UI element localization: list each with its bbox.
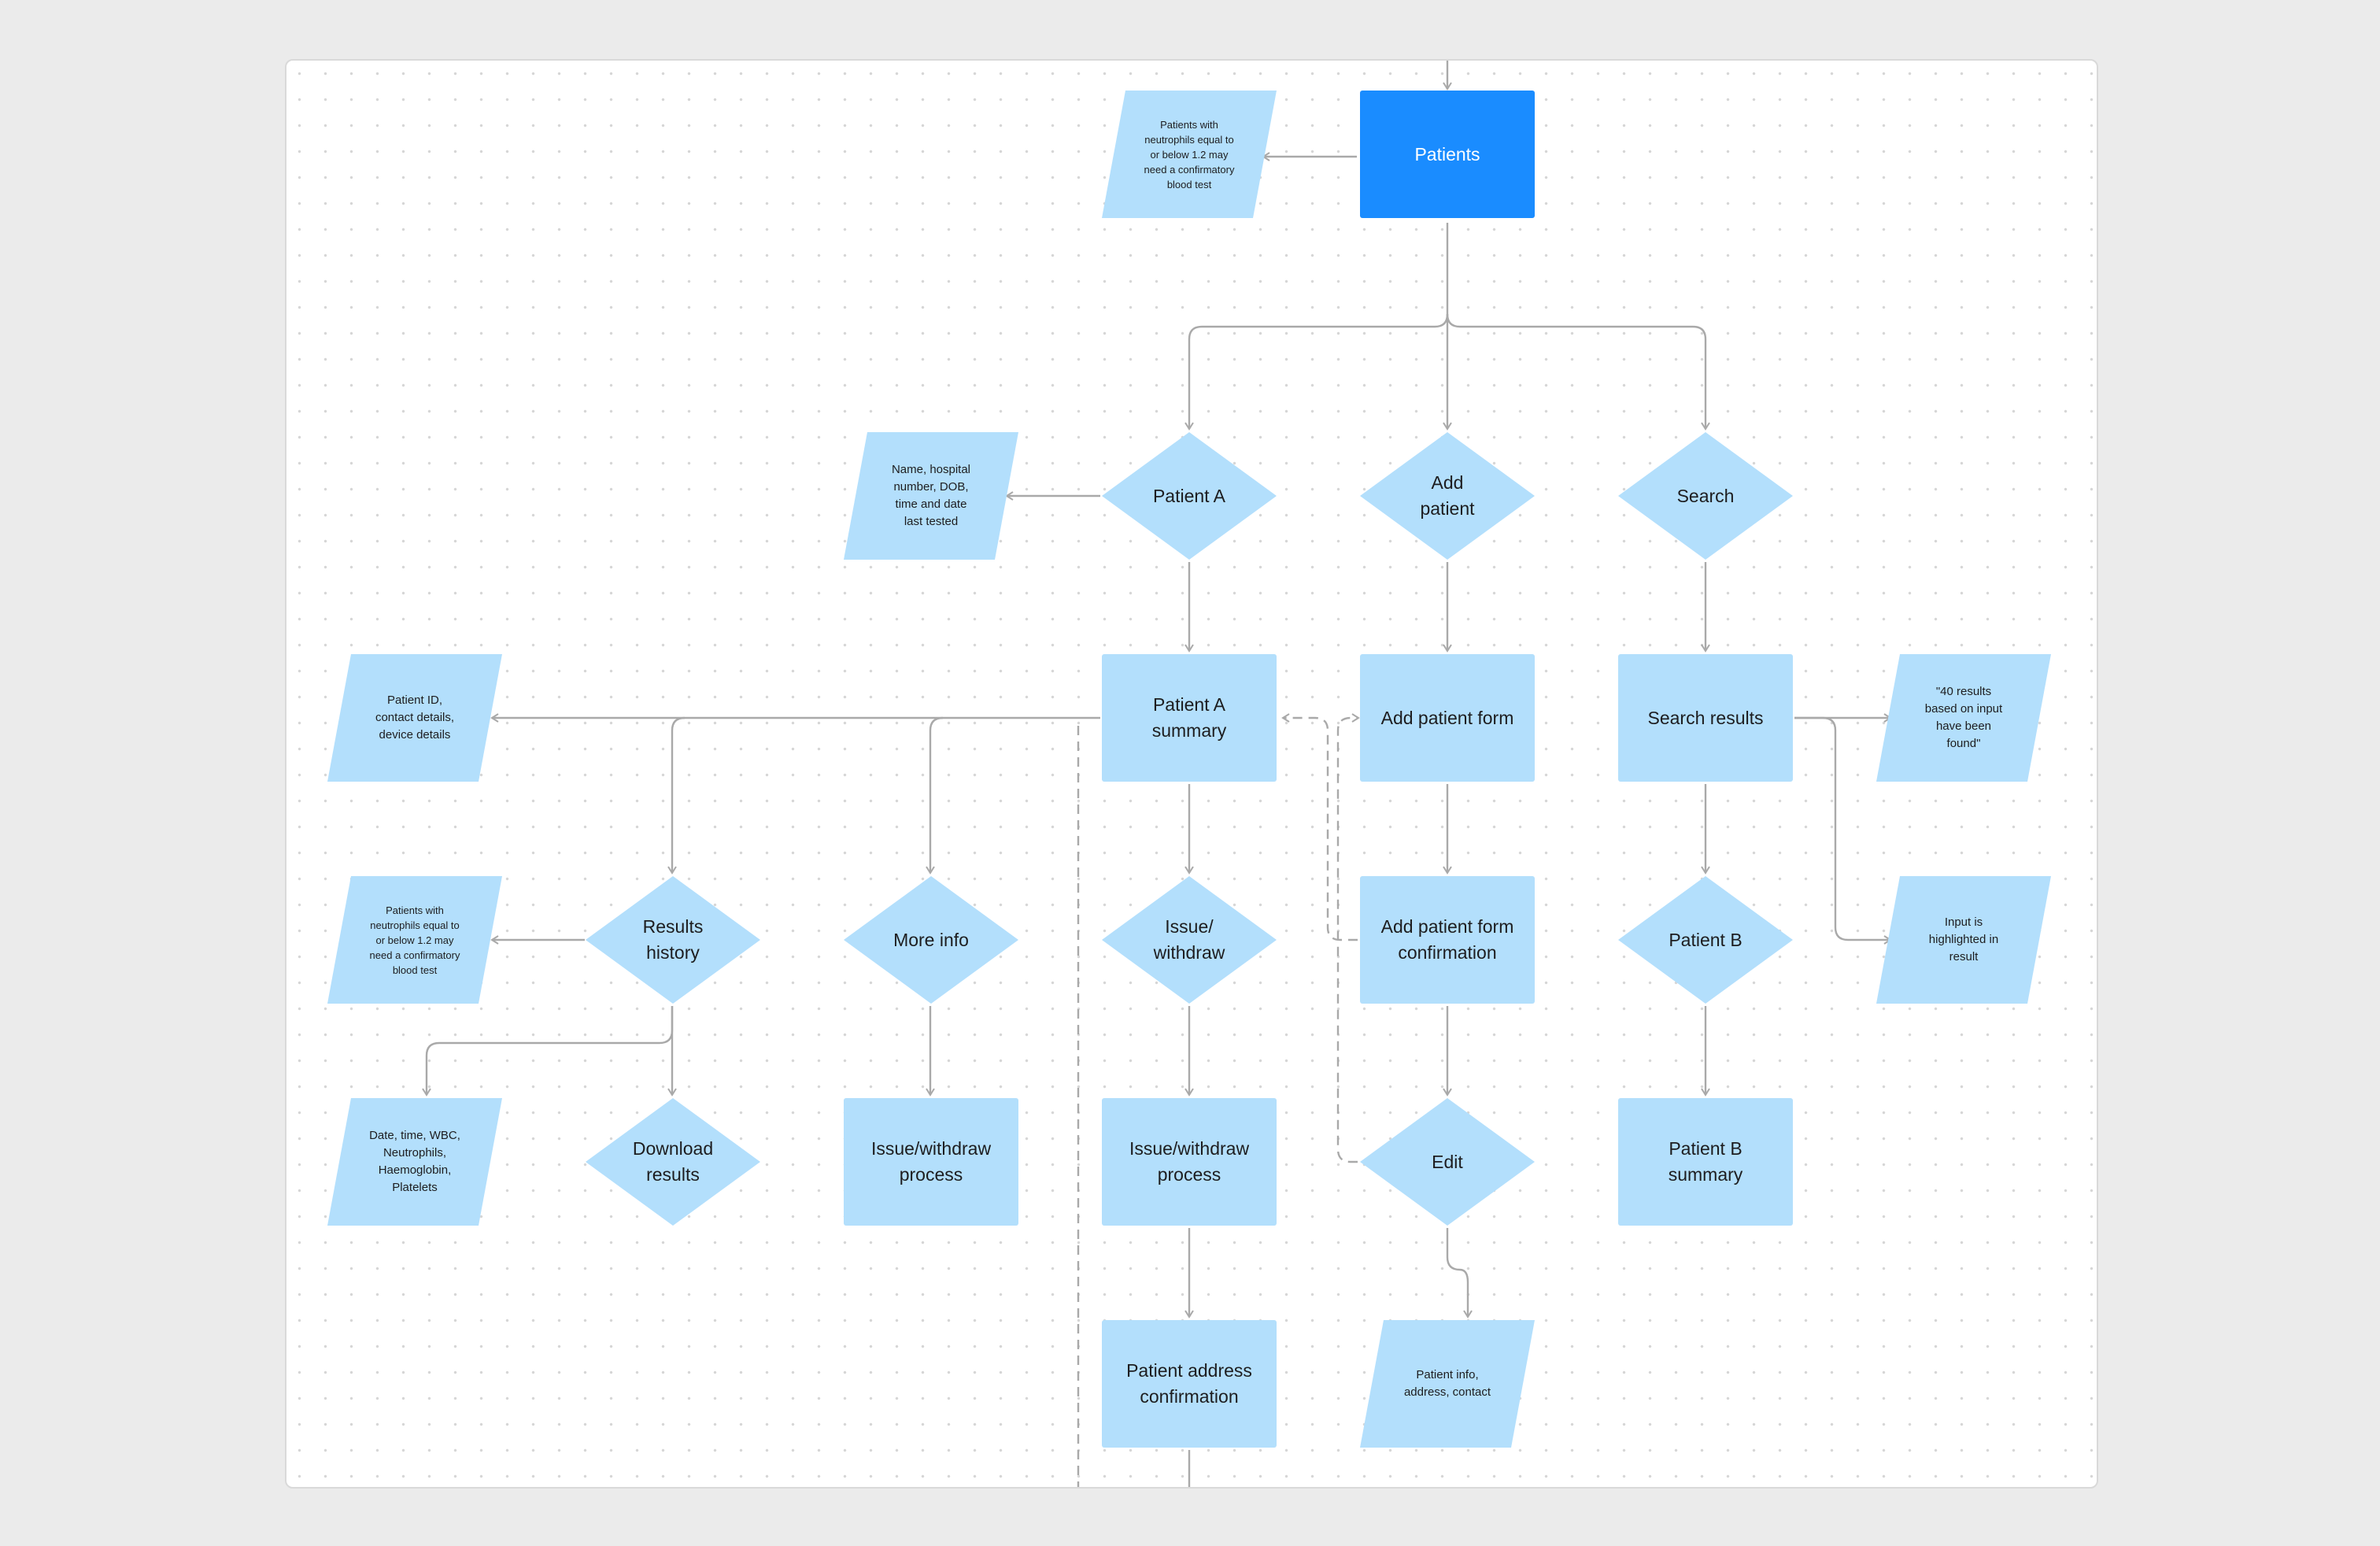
add-patient-form-node[interactable]: Add patient form [1360,654,1535,782]
connector-patients-to-search [1446,313,1710,431]
connector-layer [422,61,1892,1487]
process-shape [1618,1098,1793,1226]
connector-search-results-to-patient-b-note [1794,716,1892,945]
data-shape [327,654,502,782]
patient-a-summary-node[interactable]: Patient A summary [1102,654,1277,782]
node-label: Add patient form confirmation [1380,916,1514,963]
download-results-node[interactable]: Download results [586,1098,760,1226]
decision-shape [1360,1098,1535,1226]
edit-node[interactable]: Edit [1360,1098,1535,1226]
node-label: Patient ID, contact details, device deta… [375,693,455,742]
node-label: Issue/withdraw process [870,1138,992,1185]
connector-patients-to-patient-a [1184,313,1449,431]
process-shape [1360,91,1535,218]
flowchart-canvas: Patients Patients with neutrophils equal… [285,59,2098,1489]
connector-summary-to-results-history [667,716,686,875]
data-shape [1876,654,2051,782]
node-label: Patient B [1669,929,1743,950]
decision-shape [1102,876,1277,1004]
node-label: More info [893,929,969,950]
node-label: Download results [632,1138,714,1185]
data-shape [327,1098,502,1226]
dashed-connector-edit-to-form [1336,713,1360,1163]
node-label: Edit [1432,1151,1463,1172]
patients-node[interactable]: Patients [1360,91,1535,218]
node-label: Name, hospital number, DOB, time and dat… [891,463,971,528]
node-label: Patient A summary [1151,694,1227,741]
issue-withdraw-process-node[interactable]: Issue/withdraw process [844,1098,1018,1226]
decision-shape [586,1098,760,1226]
process-shape [1102,1320,1277,1448]
patient-a-node[interactable]: Patient A [1102,432,1277,560]
data-shape [1876,876,2051,1004]
connector-results-history-to-download-note [422,1006,674,1097]
data-shape [1360,1320,1535,1448]
process-shape [844,1098,1018,1226]
node-label: "40 results based on input have been fou… [1924,685,2003,750]
add-patient-form-confirmation-node[interactable]: Add patient form confirmation [1360,876,1535,1004]
data-shape [844,432,1018,560]
data-shape [327,876,502,1004]
patients-note-node[interactable]: Patients with neutrophils equal to or be… [1102,91,1277,218]
node-label: Patients [1414,143,1480,165]
decision-shape [844,876,1018,1004]
node-label: Search [1676,485,1735,506]
node-label: Add patient [1420,472,1475,519]
decision-shape [586,876,760,1004]
dashed-connector-confirmation-to-summary [1281,713,1358,941]
node-label: Input is highlighted in result [1928,915,1999,963]
process-shape [1102,1098,1277,1226]
node-label: Patient address confirmation [1126,1360,1252,1407]
issue-withdraw-process-node[interactable]: Issue/withdraw process [1102,1098,1277,1226]
decision-shape [1618,876,1793,1004]
connector-summary-to-more-info [926,716,944,875]
node-label: Patient info, address, contact [1403,1368,1491,1399]
patient-b-summary-node[interactable]: Patient B summary [1618,1098,1793,1226]
node-label: Date, time, WBC, Neutrophils, Haemoglobi… [369,1129,460,1194]
results-history-note-node[interactable]: Patients with neutrophils equal to or be… [327,876,502,1004]
data-shape [1102,91,1277,218]
process-shape [1618,654,1793,782]
patient-b-note-node[interactable]: Input is highlighted in result [1876,876,2051,1004]
node-label: Patients with neutrophils equal to or be… [1144,118,1235,190]
process-shape [1102,654,1277,782]
search-results-note-node[interactable]: "40 results based on input have been fou… [1876,654,2051,782]
node-label: Add patient form [1380,707,1514,728]
patient-b-node[interactable]: Patient B [1618,876,1793,1004]
node-label: Issue/ withdraw [1153,916,1225,963]
download-results-note-node[interactable]: Date, time, WBC, Neutrophils, Haemoglobi… [327,1098,502,1226]
process-shape [1360,876,1535,1004]
decision-shape [1618,432,1793,560]
results-history-node[interactable]: Results history [586,876,760,1004]
node-label: Patients with neutrophils equal to or be… [369,904,460,976]
process-shape [1360,654,1535,782]
more-info-node[interactable]: More info [844,876,1018,1004]
search-results-node[interactable]: Search results [1618,654,1793,782]
connector-edit-to-note [1446,1228,1473,1319]
add-patient-node[interactable]: Add patient [1360,432,1535,560]
node-label: Results history [642,916,704,963]
node-label: Patient B summary [1668,1138,1743,1185]
decision-shape [1360,432,1535,560]
decision-shape [1102,432,1277,560]
patient-a-summary-note-node[interactable]: Patient ID, contact details, device deta… [327,654,502,782]
patient-a-note-node[interactable]: Name, hospital number, DOB, time and dat… [844,432,1018,560]
issue-withdraw-node[interactable]: Issue/ withdraw [1102,876,1277,1004]
search-node[interactable]: Search [1618,432,1793,560]
node-label: Search results [1647,707,1764,728]
node-label: Patient A [1152,485,1226,506]
patient-address-confirmation-node[interactable]: Patient address confirmation [1102,1320,1277,1448]
node-label: Issue/withdraw process [1129,1138,1250,1185]
edit-note-node[interactable]: Patient info, address, contact [1360,1320,1535,1448]
